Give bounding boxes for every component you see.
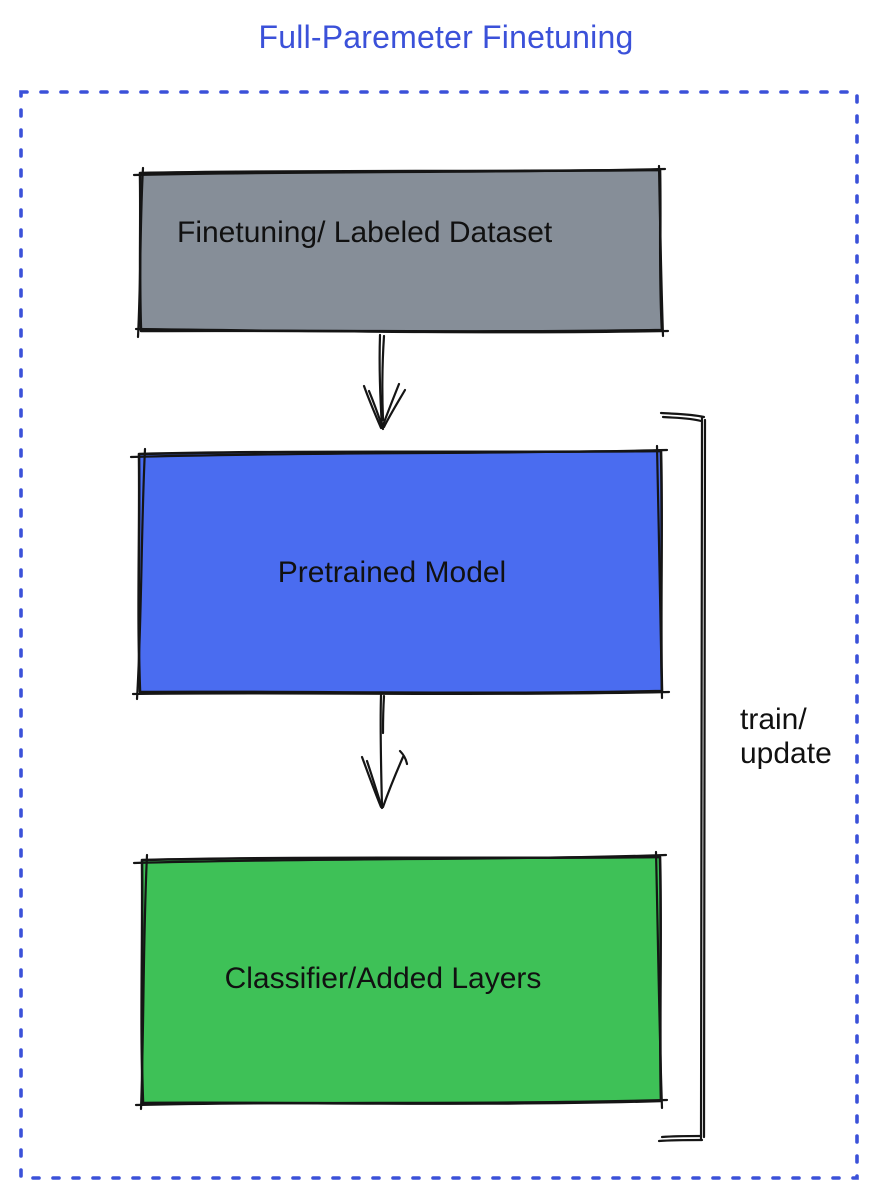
sketch-line	[655, 444, 664, 700]
arrow-pretrained-to-classifier	[360, 693, 409, 810]
dataset-box-shape	[132, 164, 670, 339]
sketch-line	[135, 447, 147, 701]
sketch-line	[139, 853, 149, 1111]
train-update-label-line2: update	[740, 737, 832, 770]
classifier-box-shape	[132, 850, 669, 1111]
sketch-line	[132, 167, 667, 177]
sketch-line	[136, 166, 145, 339]
train-update-label-line1: train/	[740, 703, 807, 736]
train-update-bracket	[657, 411, 707, 1143]
sketch-line	[134, 1098, 669, 1107]
sketch-line	[134, 327, 670, 334]
sketch-line	[657, 164, 665, 338]
sketch-line	[132, 853, 668, 865]
diagram-title: Full-Paremeter Finetuning	[258, 19, 634, 55]
arrow-dataset-to-pretrained	[362, 333, 407, 431]
train-update-label: train/ update	[740, 703, 832, 771]
pretrained-box-shape	[129, 444, 671, 701]
sketch-line	[129, 448, 669, 459]
dashed-boundary	[19, 90, 859, 1180]
classifier-box-label: Classifier/Added Layers	[224, 962, 542, 995]
sketch-line	[654, 850, 664, 1110]
dataset-box-label: Finetuning/ Labeled Dataset	[177, 216, 553, 249]
sketch-line	[131, 690, 671, 696]
pretrained-box-label: Pretrained Model	[277, 556, 507, 589]
dataset-box-fill	[138, 168, 664, 333]
